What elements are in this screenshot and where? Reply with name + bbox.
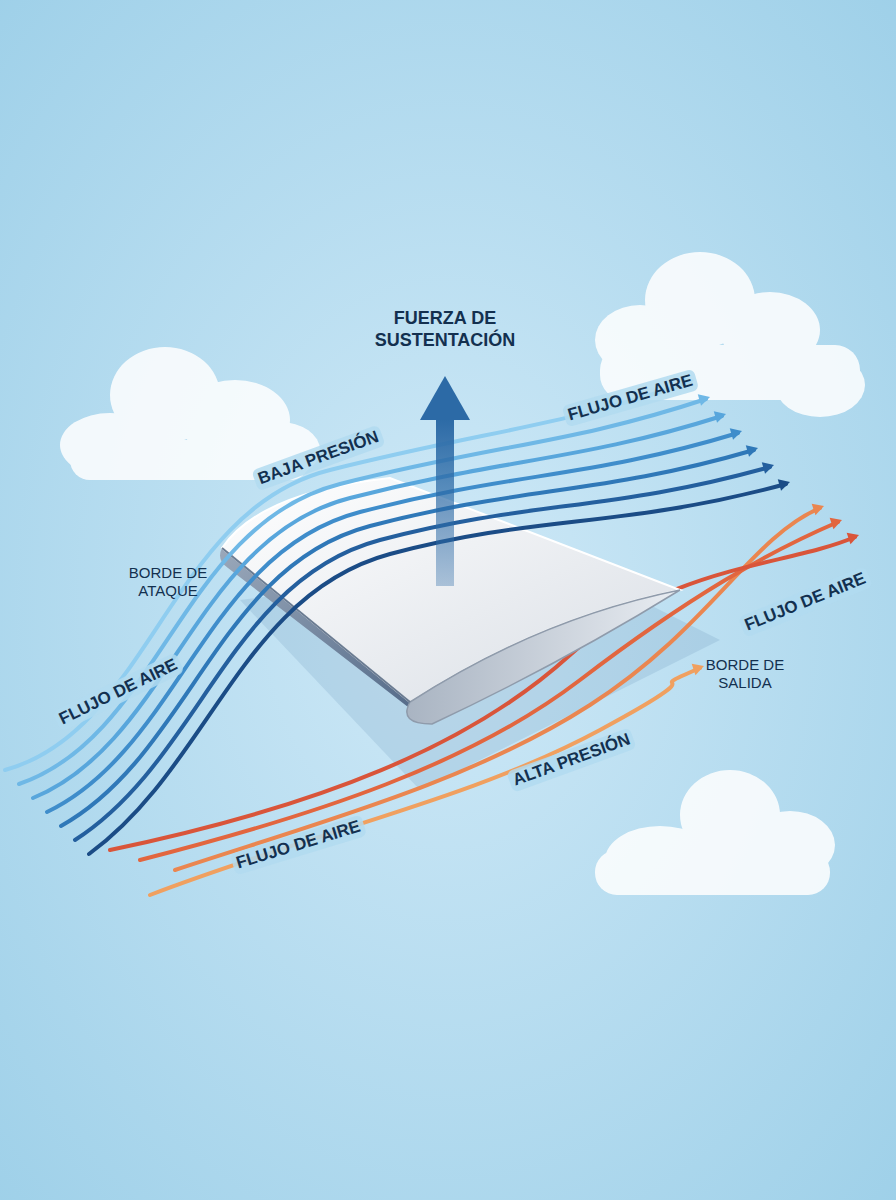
diagram-label: FLUJO DE AIRE — [229, 814, 366, 875]
arrow-head — [730, 428, 742, 440]
diagram-label: BAJA PRESIÓN — [251, 424, 385, 491]
diagram-label: ALTA PRESIÓN — [506, 727, 637, 793]
arrow-head — [692, 664, 704, 675]
airflow-line — [61, 450, 754, 826]
airflow-line — [150, 668, 700, 895]
diagram-label: BORDE DE SALIDA — [696, 655, 794, 693]
arrow-head — [847, 533, 859, 544]
arrow-head — [830, 518, 842, 529]
diagram-label: FLUJO DE AIRE — [737, 566, 872, 638]
diagram-label: FLUJO DE AIRE — [561, 368, 699, 427]
diagram-label: BORDE DE ATAQUE — [117, 563, 220, 601]
diagram-label: FUERZA DE SUSTENTACIÓN — [346, 307, 544, 352]
airflow-line — [5, 382, 690, 770]
airflow-line — [75, 467, 770, 840]
arrow-head — [778, 479, 790, 491]
airflow-line — [33, 416, 722, 798]
arrow-head — [812, 504, 824, 515]
airflow-line — [47, 433, 738, 812]
arrow-head — [698, 394, 710, 406]
arrow-head — [746, 445, 758, 457]
diagram-label: FLUJO DE AIRE — [52, 652, 185, 732]
arrow-head — [762, 462, 774, 474]
arrow-head — [714, 411, 726, 423]
lift-arrow — [420, 376, 470, 586]
clouds — [60, 252, 865, 895]
